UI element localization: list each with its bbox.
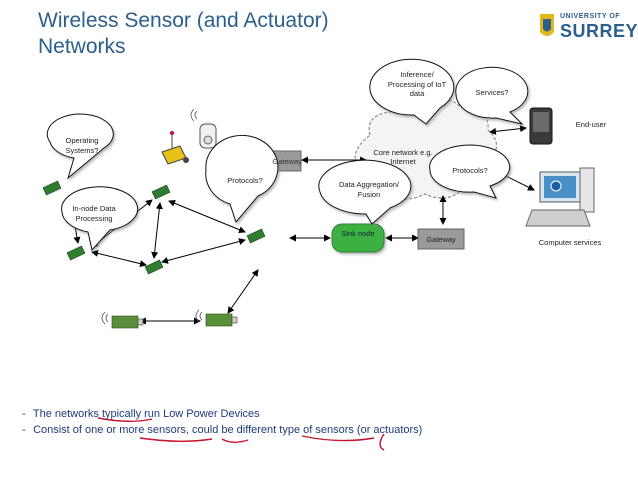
logo-surrey: SURREY xyxy=(560,21,638,41)
bullet-list: - The networks typically run Low Power D… xyxy=(22,406,423,438)
bubble-text-inference: Inference/ Processing of IoT data xyxy=(387,70,447,98)
pda-device xyxy=(529,107,553,145)
sensor-mote-1 xyxy=(42,180,62,196)
link-s3-s5 xyxy=(91,250,147,267)
link-s7-s4 xyxy=(227,269,259,314)
red-annotations xyxy=(97,417,385,451)
end-user-label: End-user xyxy=(575,120,607,129)
gateway-right-label: Gateway xyxy=(426,235,456,244)
title-line-2: Networks xyxy=(38,35,126,58)
gateway-left-label: Gateway xyxy=(272,157,302,166)
bullet-item-2: - Consist of one or more sensors, could … xyxy=(22,424,423,436)
university-crest-logo xyxy=(540,14,554,36)
bubble-protocols-left xyxy=(205,134,279,224)
bullet-item-1: - The networks typically run Low Power D… xyxy=(22,408,260,420)
sink-node-label: Sink node xyxy=(341,229,375,238)
sensor-mote-5 xyxy=(144,259,164,275)
yellow-sensor-device xyxy=(161,131,189,165)
computer-workstation xyxy=(525,167,595,227)
link-s5-s4 xyxy=(161,238,246,264)
bubble-text-operating-systems: Operating Systems? xyxy=(65,136,99,155)
core-network-label: Core network e.g. Internet xyxy=(373,148,433,166)
bubble-text-protocols-left: Protocols? xyxy=(227,176,263,185)
bubble-text-services: Services? xyxy=(475,88,509,97)
bubble-text-in-node: In-node Data Processing xyxy=(72,204,116,223)
bubble-text-protocols-right: Protocols? xyxy=(452,166,488,175)
sensor-board-6 xyxy=(111,315,139,329)
bubble-services xyxy=(455,66,529,125)
sink-node-shape xyxy=(331,223,385,253)
bubble-operating-systems xyxy=(46,113,114,180)
logo-university-of: UNIVERSITY OF xyxy=(560,13,621,20)
link-s2-s5 xyxy=(151,202,163,259)
gateway-right-box xyxy=(417,228,465,250)
bubble-protocols-right xyxy=(429,144,511,199)
sensor-mote-3 xyxy=(66,245,86,261)
title-line-1: Wireless Sensor (and Actuator) xyxy=(38,9,329,32)
sensor-mote-4 xyxy=(246,228,266,244)
sensor-mote-2 xyxy=(151,184,171,200)
motion-sensor-device xyxy=(199,123,217,149)
bubble-data-aggregation xyxy=(318,159,412,225)
bubble-inference xyxy=(369,58,455,125)
link-s2-s4 xyxy=(168,200,246,233)
bubble-text-data-aggregation: Data Aggregation/ Fusion xyxy=(338,180,400,199)
link-core-enduser xyxy=(489,125,527,135)
bubble-in-node-processing xyxy=(61,186,139,252)
computer-services-label: Computer services xyxy=(538,238,602,247)
slide-title: Wireless Sensor (and Actuator) Networks xyxy=(38,8,329,60)
sensor-board-7 xyxy=(205,313,233,327)
